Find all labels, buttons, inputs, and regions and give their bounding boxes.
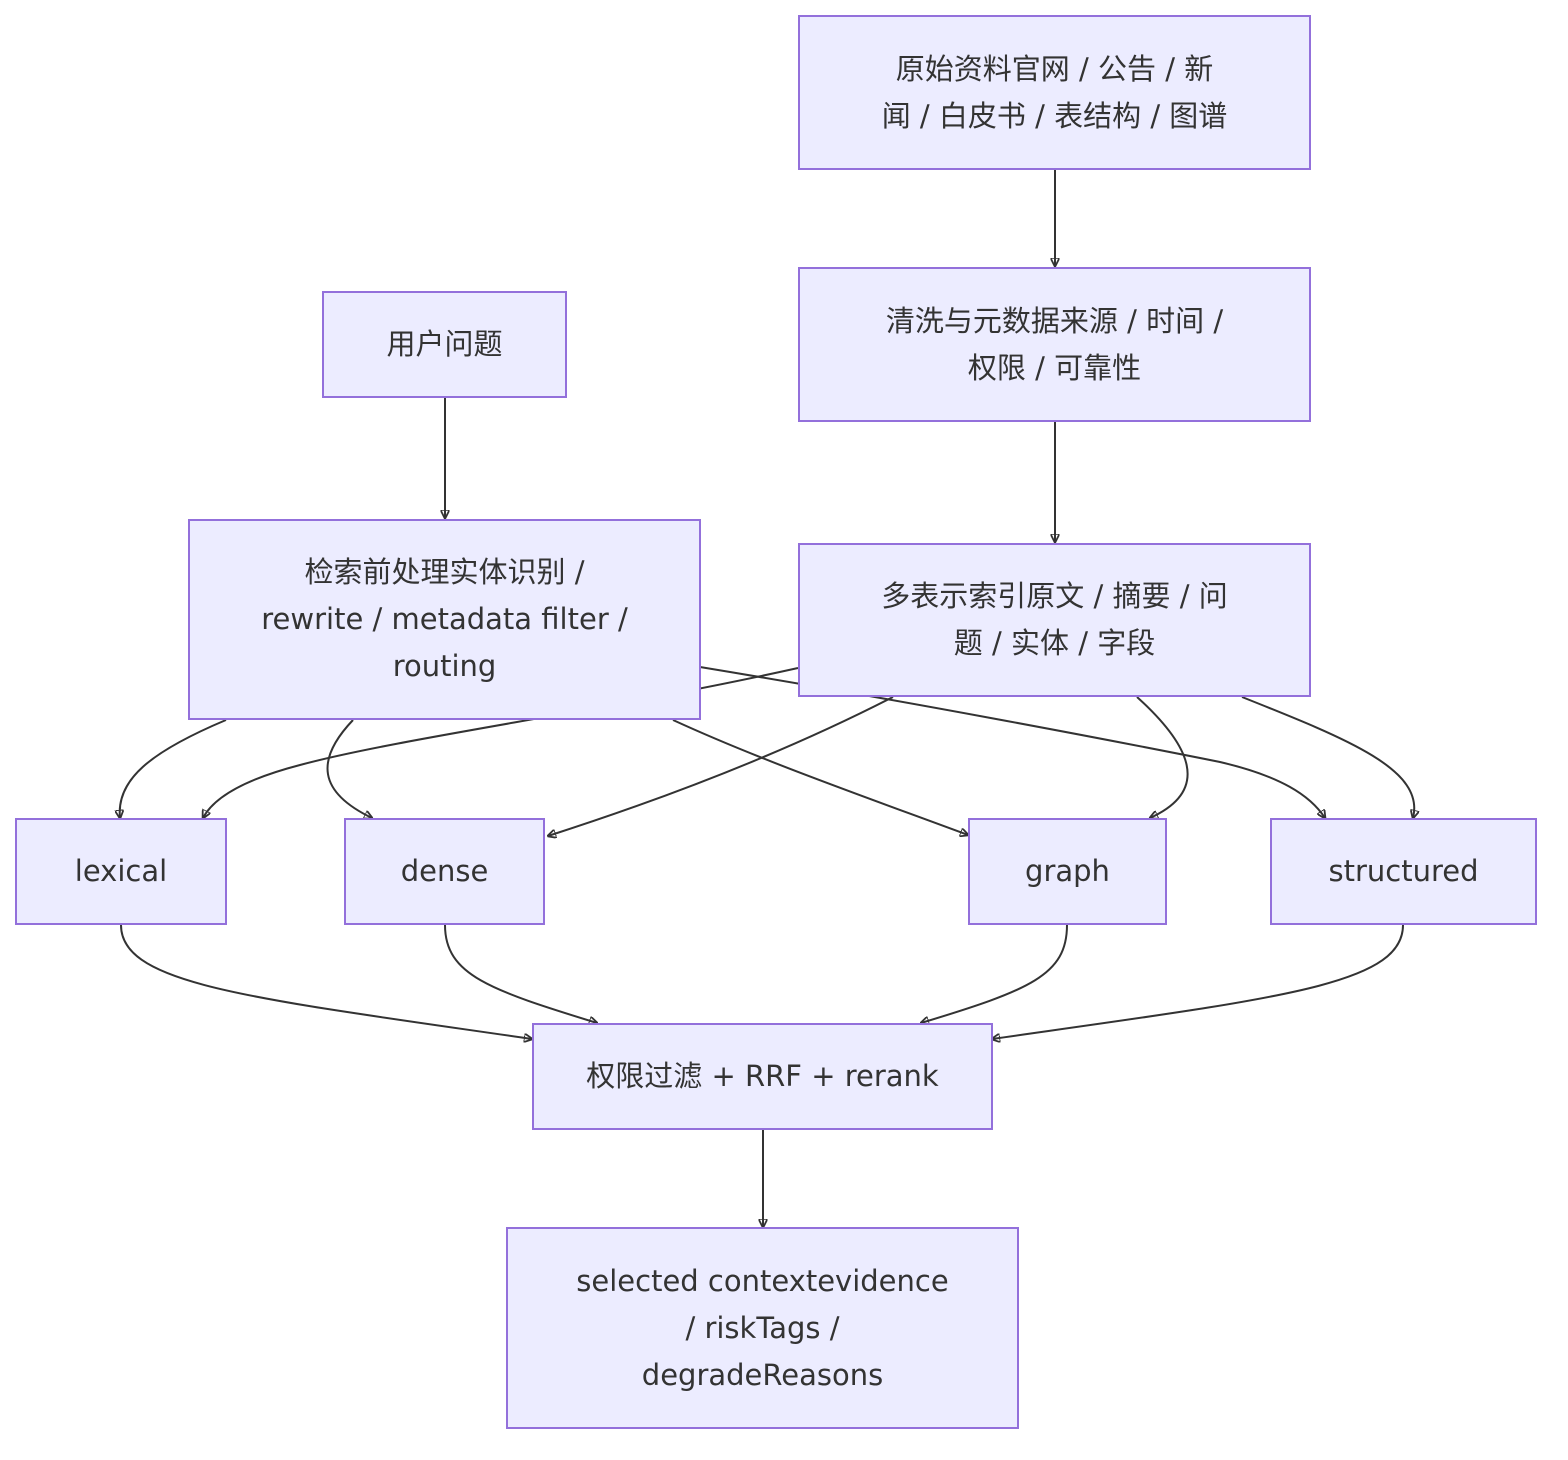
node-label-line: 多表示索引原文 / 摘要 / 问 [881, 579, 1228, 613]
node-label-line: 题 / 实体 / 字段 [953, 626, 1156, 660]
node-question: 用户问题 [322, 291, 567, 398]
edge-preprocess-graph [672, 719, 968, 835]
node-label: 多表示索引原文 / 摘要 / 问题 / 实体 / 字段 [881, 573, 1227, 667]
node-index: 多表示索引原文 / 摘要 / 问题 / 实体 / 字段 [798, 543, 1311, 697]
node-label-line: selected contextevidence [576, 1263, 949, 1298]
node-structured: structured [1270, 818, 1537, 925]
node-label-line: degradeReasons [641, 1357, 884, 1392]
node-label: 权限过滤 + RRF + rerank [586, 1053, 938, 1100]
node-label-line: rewrite / metadata filter / [261, 602, 628, 636]
node-label-line: / riskTags / [685, 1310, 840, 1345]
node-label-line: 用户问题 [386, 327, 503, 361]
node-label-line: routing [392, 649, 497, 683]
node-clean: 清洗与元数据来源 / 时间 / 权限 / 可靠性 [798, 267, 1311, 422]
node-label-line: 闻 / 白皮书 / 表结构 / 图谱 [881, 98, 1228, 133]
node-label-line: graph [1025, 854, 1110, 888]
node-label: 原始资料官网 / 公告 / 新闻 / 白皮书 / 表结构 / 图谱 [882, 46, 1228, 140]
node-source: 原始资料官网 / 公告 / 新闻 / 白皮书 / 表结构 / 图谱 [798, 15, 1311, 170]
node-label: graph [1025, 848, 1110, 895]
node-label-line: dense [400, 854, 489, 888]
node-label-line: 清洗与元数据来源 / 时间 / [885, 303, 1224, 338]
node-graph: graph [968, 818, 1167, 925]
node-label: 检索前处理实体识别 / rewrite / metadata filter / ro… [261, 549, 627, 690]
node-dense: dense [344, 818, 545, 925]
node-label: structured [1328, 848, 1478, 895]
edge-structured-fusion [992, 924, 1404, 1039]
edge-index-structured [1241, 696, 1414, 818]
edge-index-graph [1136, 696, 1189, 818]
node-label-line: 权限 / 可靠性 [967, 350, 1142, 385]
node-label-line: 原始资料官网 / 公告 / 新 [895, 51, 1214, 86]
node-label-line: lexical [74, 854, 168, 888]
node-output: selected contextevidence / riskTags / degr… [506, 1227, 1019, 1429]
edge-index-dense [548, 696, 894, 836]
edge-preprocess-dense [326, 719, 372, 818]
edge-lexical-fusion [120, 924, 532, 1039]
node-fusion: 权限过滤 + RRF + rerank [532, 1023, 993, 1130]
node-preprocess: 检索前处理实体识别 / rewrite / metadata filter / ro… [188, 519, 701, 720]
node-label: 用户问题 [386, 321, 502, 368]
node-label-line: 权限过滤 + RRF + rerank [586, 1059, 939, 1093]
edge-dense-fusion [444, 924, 597, 1023]
node-label-line: structured [1328, 854, 1479, 888]
node-lexical: lexical [15, 818, 227, 925]
node-label-line: 检索前处理实体识别 / [304, 555, 585, 589]
edge-preprocess-lexical [120, 719, 227, 818]
node-label: 清洗与元数据来源 / 时间 / 权限 / 可靠性 [886, 298, 1223, 392]
node-label: selected contextevidence / riskTags / degr… [576, 1258, 948, 1399]
node-label: dense [401, 848, 489, 895]
edge-graph-fusion [921, 924, 1068, 1023]
node-label: lexical [75, 848, 167, 895]
